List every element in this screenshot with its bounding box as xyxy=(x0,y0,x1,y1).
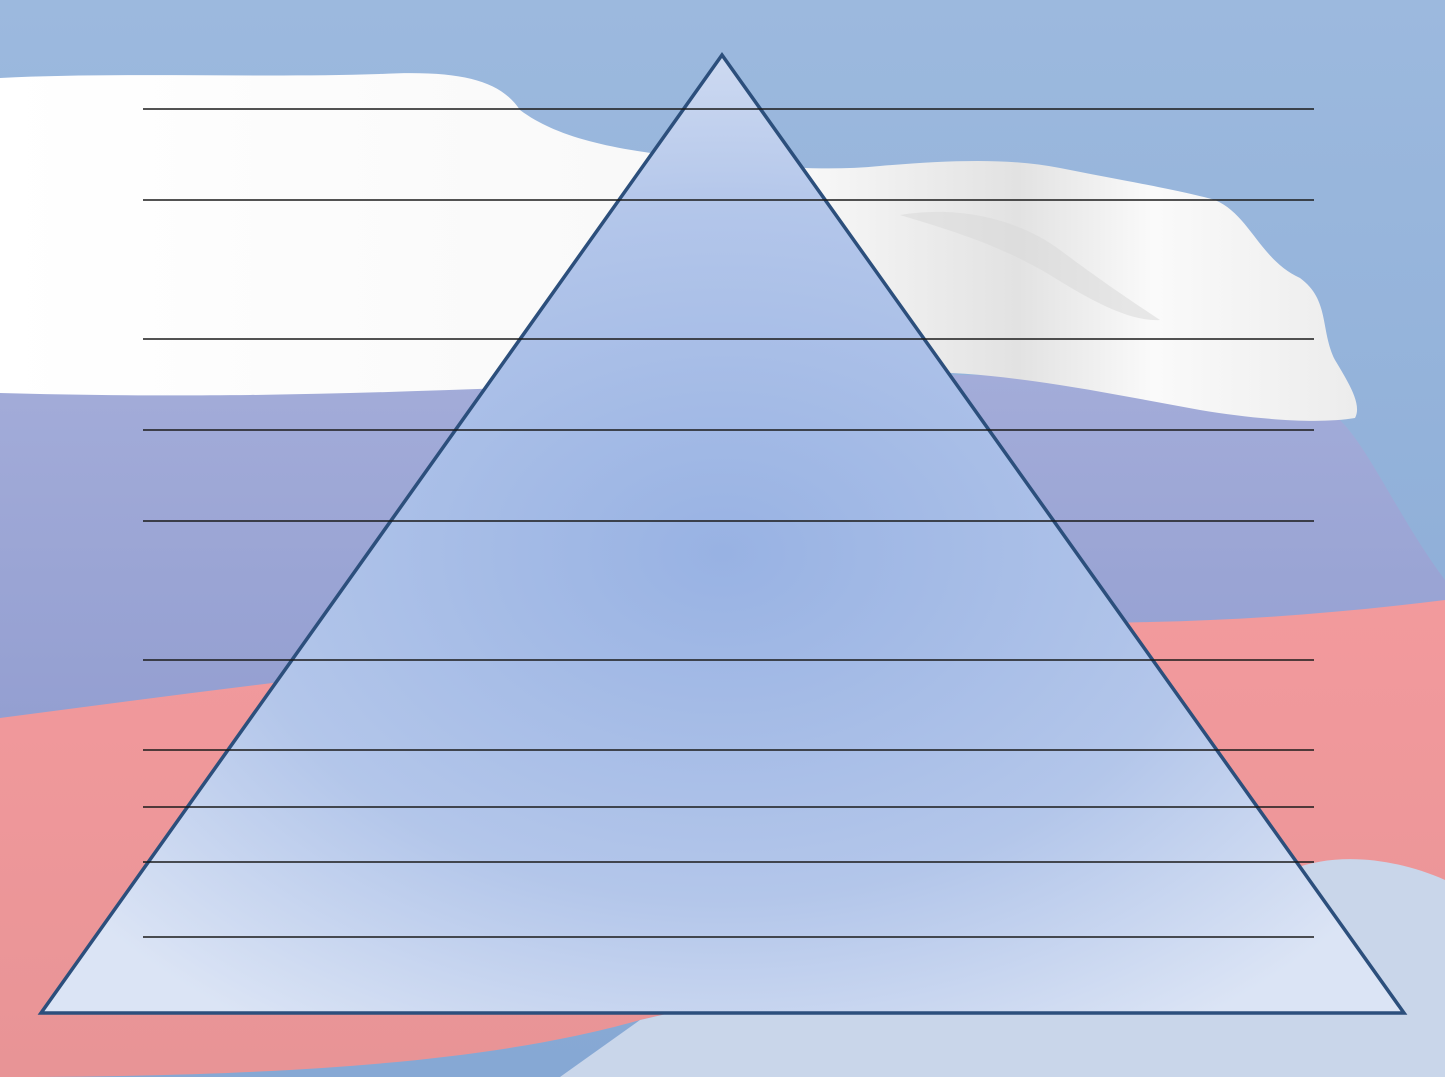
pyramid-diagram xyxy=(0,0,1445,1077)
slide xyxy=(0,0,1445,1077)
